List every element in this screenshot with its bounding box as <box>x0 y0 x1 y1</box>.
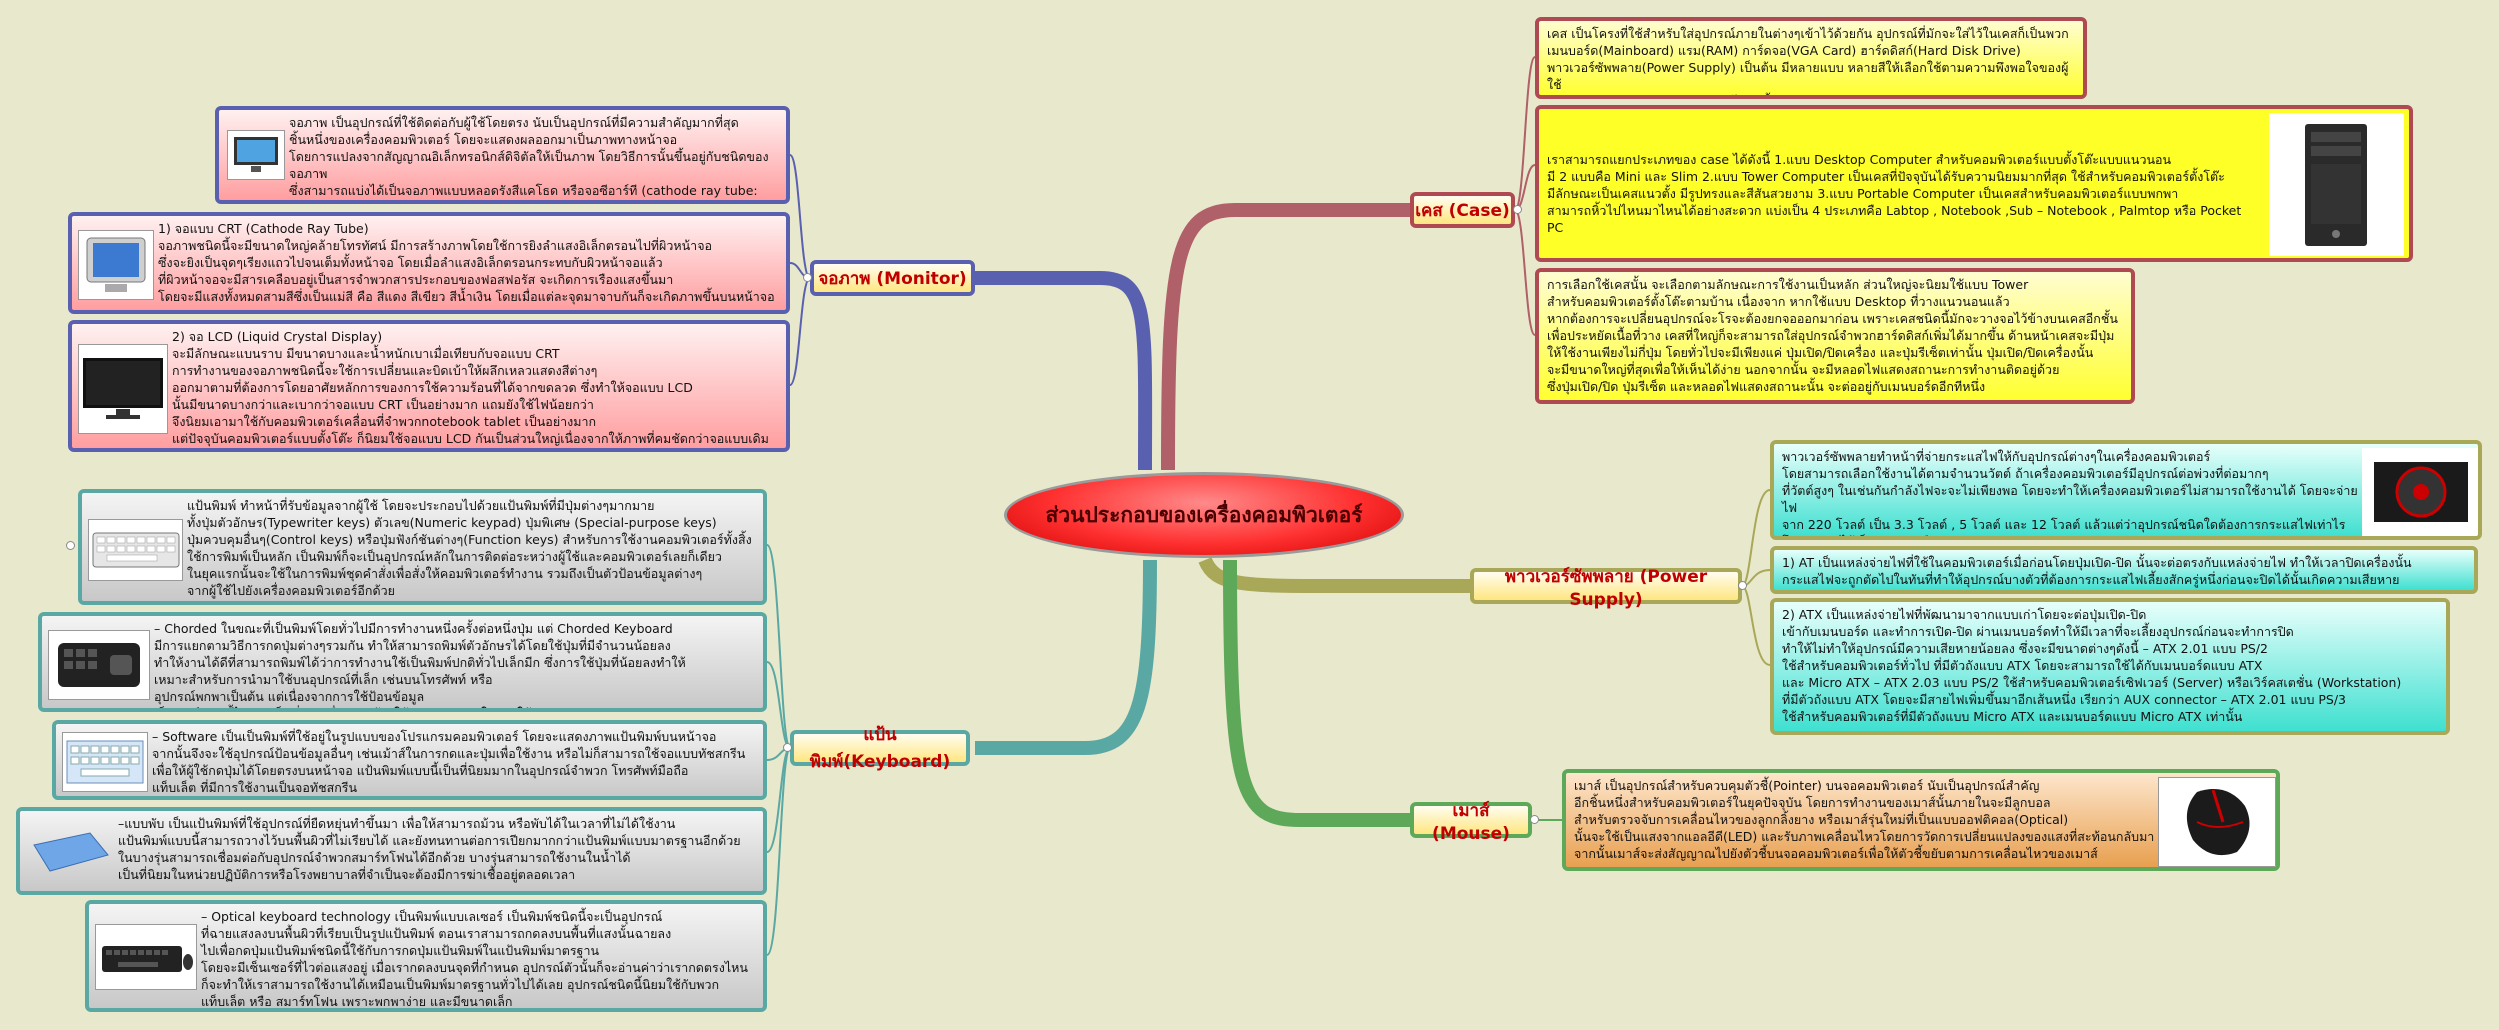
central-topic-title: ส่วนประกอบของเครื่องคอมพิวเตอร์ <box>1045 502 1363 527</box>
monitor-note-crt-text: 1) จอแบบ CRT (Cathode Ray Tube) จอภาพชนิ… <box>158 221 775 304</box>
topic-case[interactable]: เคส (Case) <box>1410 192 1515 228</box>
topic-keyboard-label: แป้นพิมพ์(Keyboard) <box>809 725 951 772</box>
case-note-1-text: เคส เป็นโครงที่ใช้สำหรับใส่อุปกรณ์ภายในต… <box>1547 26 2069 95</box>
central-topic[interactable]: ส่วนประกอบของเครื่องคอมพิวเตอร์ <box>1004 472 1404 558</box>
collapse-toggle-keyboard-note[interactable] <box>66 541 75 550</box>
lcd-monitor-image <box>78 344 168 434</box>
topic-power-supply-label: พาวเวอร์ซัพพลาย (Power Supply) <box>1504 566 1708 610</box>
monitor-note-1-text: จอภาพ เป็นอุปกรณ์ที่ใช้ติดต่อกับผู้ใช้โด… <box>289 115 769 198</box>
topic-power-supply[interactable]: พาวเวอร์ซัพพลาย (Power Supply) <box>1470 567 1742 610</box>
topic-case-label: เคส (Case) <box>1415 200 1510 221</box>
collapse-toggle-case[interactable] <box>1513 205 1522 214</box>
collapse-toggle-keyboard[interactable] <box>783 743 792 752</box>
keyboard-note-optical[interactable]: – Optical keyboard technology เป็นพิมพ์แ… <box>85 900 767 1012</box>
keyboard-note-software-text: – Software เป็นเป็นพิมพ์ที่ใช้อยู่ในรูปแ… <box>152 729 746 795</box>
power-note-at-text: 1) AT เป็นแหล่งจ่ายไฟที่ใช้ในคอมพิวเตอร์… <box>1782 555 2412 587</box>
mouse-image <box>2158 777 2276 867</box>
keyboard-image <box>88 519 183 581</box>
software-keyboard-image <box>62 732 148 792</box>
collapse-toggle-power[interactable] <box>1738 581 1747 590</box>
crt-monitor-image <box>78 230 154 300</box>
monitor-note-lcd-text: 2) จอ LCD (Liquid Crystal Display) จะมีล… <box>172 329 769 446</box>
mouse-note[interactable]: เมาส์ เป็นอุปกรณ์สำหรับควบคุมตัวชี้(Poin… <box>1562 769 2280 871</box>
monitor-note-1[interactable]: จอภาพ เป็นอุปกรณ์ที่ใช้ติดต่อกับผู้ใช้โด… <box>215 106 790 204</box>
power-note-at[interactable]: 1) AT เป็นแหล่งจ่ายไฟที่ใช้ในคอมพิวเตอร์… <box>1770 546 2478 594</box>
optical-keyboard-image <box>95 924 197 990</box>
case-note-2[interactable]: เราสามารถแยกประเภทของ case ได้ดังนี้ 1.แ… <box>1535 105 2413 262</box>
keyboard-note-1-text: แป้นพิมพ์ ทำหน้าที่รับข้อมูลจากผู้ใช้ โด… <box>187 498 752 598</box>
tower-case-image <box>2269 113 2404 256</box>
keyboard-note-foldable-text: –แบบพับ เป็นแป้นพิมพ์ที่ใช้อุปกรณ์ที่ยืด… <box>118 816 741 882</box>
collapse-toggle-mouse[interactable] <box>1530 815 1539 824</box>
topic-monitor-label: จอภาพ (Monitor) <box>818 268 967 289</box>
mouse-note-text: เมาส์ เป็นอุปกรณ์สำหรับควบคุมตัวชี้(Poin… <box>1574 778 2155 861</box>
keyboard-note-software[interactable]: – Software เป็นเป็นพิมพ์ที่ใช้อยู่ในรูปแ… <box>52 720 767 800</box>
power-supply-image <box>2362 448 2478 536</box>
monitor-note-lcd[interactable]: 2) จอ LCD (Liquid Crystal Display) จะมีล… <box>68 320 790 452</box>
topic-keyboard[interactable]: แป้นพิมพ์(Keyboard) <box>790 725 970 772</box>
case-note-3[interactable]: การเลือกใช้เคสนั้น จะเลือกตามลักษณะการใช… <box>1535 268 2135 404</box>
power-note-atx-text: 2) ATX เป็นแหล่งจ่ายไฟที่พัฒนามาจากแบบเก… <box>1782 607 2402 724</box>
keyboard-note-foldable[interactable]: –แบบพับ เป็นแป้นพิมพ์ที่ใช้อุปกรณ์ที่ยืด… <box>16 807 767 895</box>
case-note-3-text: การเลือกใช้เคสนั้น จะเลือกตามลักษณะการใช… <box>1547 277 2118 394</box>
topic-monitor[interactable]: จอภาพ (Monitor) <box>810 260 975 296</box>
keyboard-note-optical-text: – Optical keyboard technology เป็นพิมพ์แ… <box>201 909 748 1009</box>
power-note-atx[interactable]: 2) ATX เป็นแหล่งจ่ายไฟที่พัฒนามาจากแบบเก… <box>1770 598 2450 735</box>
power-note-1[interactable]: พาวเวอร์ซัพพลายทำหน้าที่จ่ายกระแสไฟให้กั… <box>1770 440 2482 540</box>
monitor-image <box>227 130 285 180</box>
keyboard-note-chorded-text: – Chorded ในขณะที่เป็นพิมพ์โดยทั่วไปมีกา… <box>154 621 686 708</box>
monitor-note-crt[interactable]: 1) จอแบบ CRT (Cathode Ray Tube) จอภาพชนิ… <box>68 212 790 314</box>
keyboard-note-chorded[interactable]: – Chorded ในขณะที่เป็นพิมพ์โดยทั่วไปมีกา… <box>38 612 767 712</box>
case-note-2-text: เราสามารถแยกประเภทของ case ได้ดังนี้ 1.แ… <box>1547 152 2242 235</box>
topic-mouse[interactable]: เมาส์ (Mouse) <box>1410 801 1532 844</box>
foldable-keyboard-image <box>26 821 114 885</box>
collapse-toggle-monitor[interactable] <box>803 273 812 282</box>
chorded-keyboard-image <box>48 630 150 700</box>
case-note-1[interactable]: เคส เป็นโครงที่ใช้สำหรับใส่อุปกรณ์ภายในต… <box>1535 17 2087 99</box>
topic-mouse-label: เมาส์ (Mouse) <box>1432 800 1510 844</box>
keyboard-note-1[interactable]: แป้นพิมพ์ ทำหน้าที่รับข้อมูลจากผู้ใช้ โด… <box>78 489 767 605</box>
power-note-1-text: พาวเวอร์ซัพพลายทำหน้าที่จ่ายกระแสไฟให้กั… <box>1782 449 2358 536</box>
